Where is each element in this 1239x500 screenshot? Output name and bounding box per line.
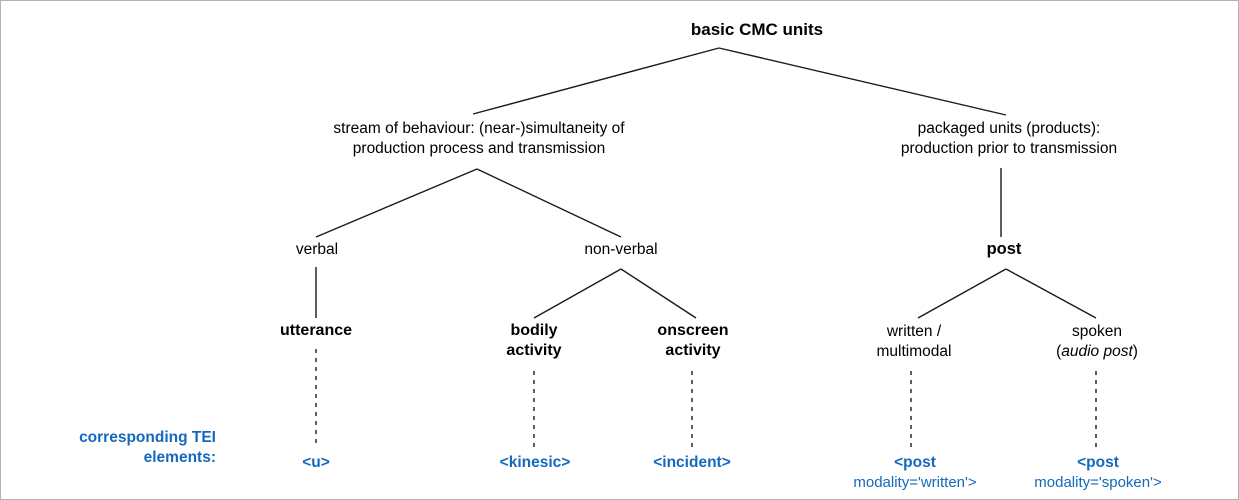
tei-element-incident: <incident> bbox=[653, 453, 731, 473]
node-stream-line1: stream of behaviour: (near-)simultaneity… bbox=[333, 120, 625, 137]
node-utterance-label: utterance bbox=[279, 322, 353, 339]
node-spoken-paren-close: ) bbox=[1132, 342, 1138, 360]
node-stream-line2: production process and transmission bbox=[352, 139, 606, 157]
node-bodily-activity: bodily activity bbox=[506, 321, 561, 361]
tei-element-post-spoken-line1: <post bbox=[1077, 454, 1119, 471]
edge-post-to-written bbox=[917, 268, 1007, 319]
edge-stream-to-nonverbal bbox=[476, 168, 622, 238]
tei-element-post-written: <post modality='written'> bbox=[853, 453, 976, 493]
node-packaged-units: packaged units (products): production pr… bbox=[901, 119, 1117, 158]
tei-element-incident-label: <incident> bbox=[653, 454, 731, 471]
node-verbal-label: verbal bbox=[295, 241, 339, 258]
tei-element-kinesic-label: <kinesic> bbox=[499, 454, 571, 471]
node-post: post bbox=[987, 239, 1022, 260]
node-non-verbal: non-verbal bbox=[584, 240, 657, 260]
tei-caption: corresponding TEI elements: bbox=[31, 428, 216, 468]
node-onscreen-line1: onscreen bbox=[657, 322, 729, 339]
node-post-label: post bbox=[986, 240, 1022, 258]
node-non-verbal-label: non-verbal bbox=[584, 241, 658, 258]
node-packaged-line2: production prior to transmission bbox=[900, 139, 1118, 157]
node-written-line1: written / bbox=[886, 323, 942, 340]
node-verbal: verbal bbox=[296, 240, 338, 260]
node-spoken-line1: spoken bbox=[1072, 323, 1122, 340]
node-onscreen-activity: onscreen activity bbox=[657, 321, 728, 361]
tei-element-u-label: <u> bbox=[302, 454, 330, 471]
node-onscreen-line2: activity bbox=[665, 342, 721, 360]
edge-stream-to-verbal bbox=[315, 168, 478, 238]
tei-caption-line2: elements: bbox=[143, 449, 216, 467]
tei-element-post-written-line1: <post bbox=[894, 454, 936, 471]
node-bodily-line1: bodily bbox=[510, 322, 558, 339]
node-stream-of-behaviour: stream of behaviour: (near-)simultaneity… bbox=[333, 119, 624, 158]
node-written-line2: multimodal bbox=[876, 342, 952, 360]
tei-element-kinesic: <kinesic> bbox=[500, 453, 571, 473]
edge-nonverbal-to-bodily bbox=[533, 268, 622, 319]
node-spoken-audio-post-italic: audio post bbox=[1061, 342, 1133, 360]
edge-nonverbal-to-onscreen bbox=[620, 268, 697, 319]
tei-element-u: <u> bbox=[302, 453, 330, 473]
node-written-multimodal: written / multimodal bbox=[877, 322, 952, 361]
node-bodily-line2: activity bbox=[506, 342, 562, 360]
edge-root-to-packaged bbox=[718, 47, 1007, 116]
tei-element-post-written-line2: modality='written'> bbox=[853, 474, 977, 492]
node-spoken-audio-post: spoken (audio post) bbox=[1056, 322, 1138, 361]
node-spoken-paren-open: ( bbox=[1056, 342, 1062, 360]
node-spoken-line2: (audio post) bbox=[1056, 342, 1138, 362]
node-utterance: utterance bbox=[280, 321, 352, 341]
node-basic-cmc-units: basic CMC units bbox=[691, 19, 823, 40]
tei-element-post-spoken-line2: modality='spoken'> bbox=[1034, 474, 1162, 492]
edge-root-to-stream bbox=[472, 47, 720, 115]
tei-element-post-spoken: <post modality='spoken'> bbox=[1034, 453, 1161, 493]
node-basic-cmc-units-label: basic CMC units bbox=[690, 20, 824, 39]
node-packaged-line1: packaged units (products): bbox=[917, 120, 1101, 137]
tei-caption-line1: corresponding TEI bbox=[79, 429, 216, 446]
edge-post-to-spoken bbox=[1005, 268, 1097, 319]
